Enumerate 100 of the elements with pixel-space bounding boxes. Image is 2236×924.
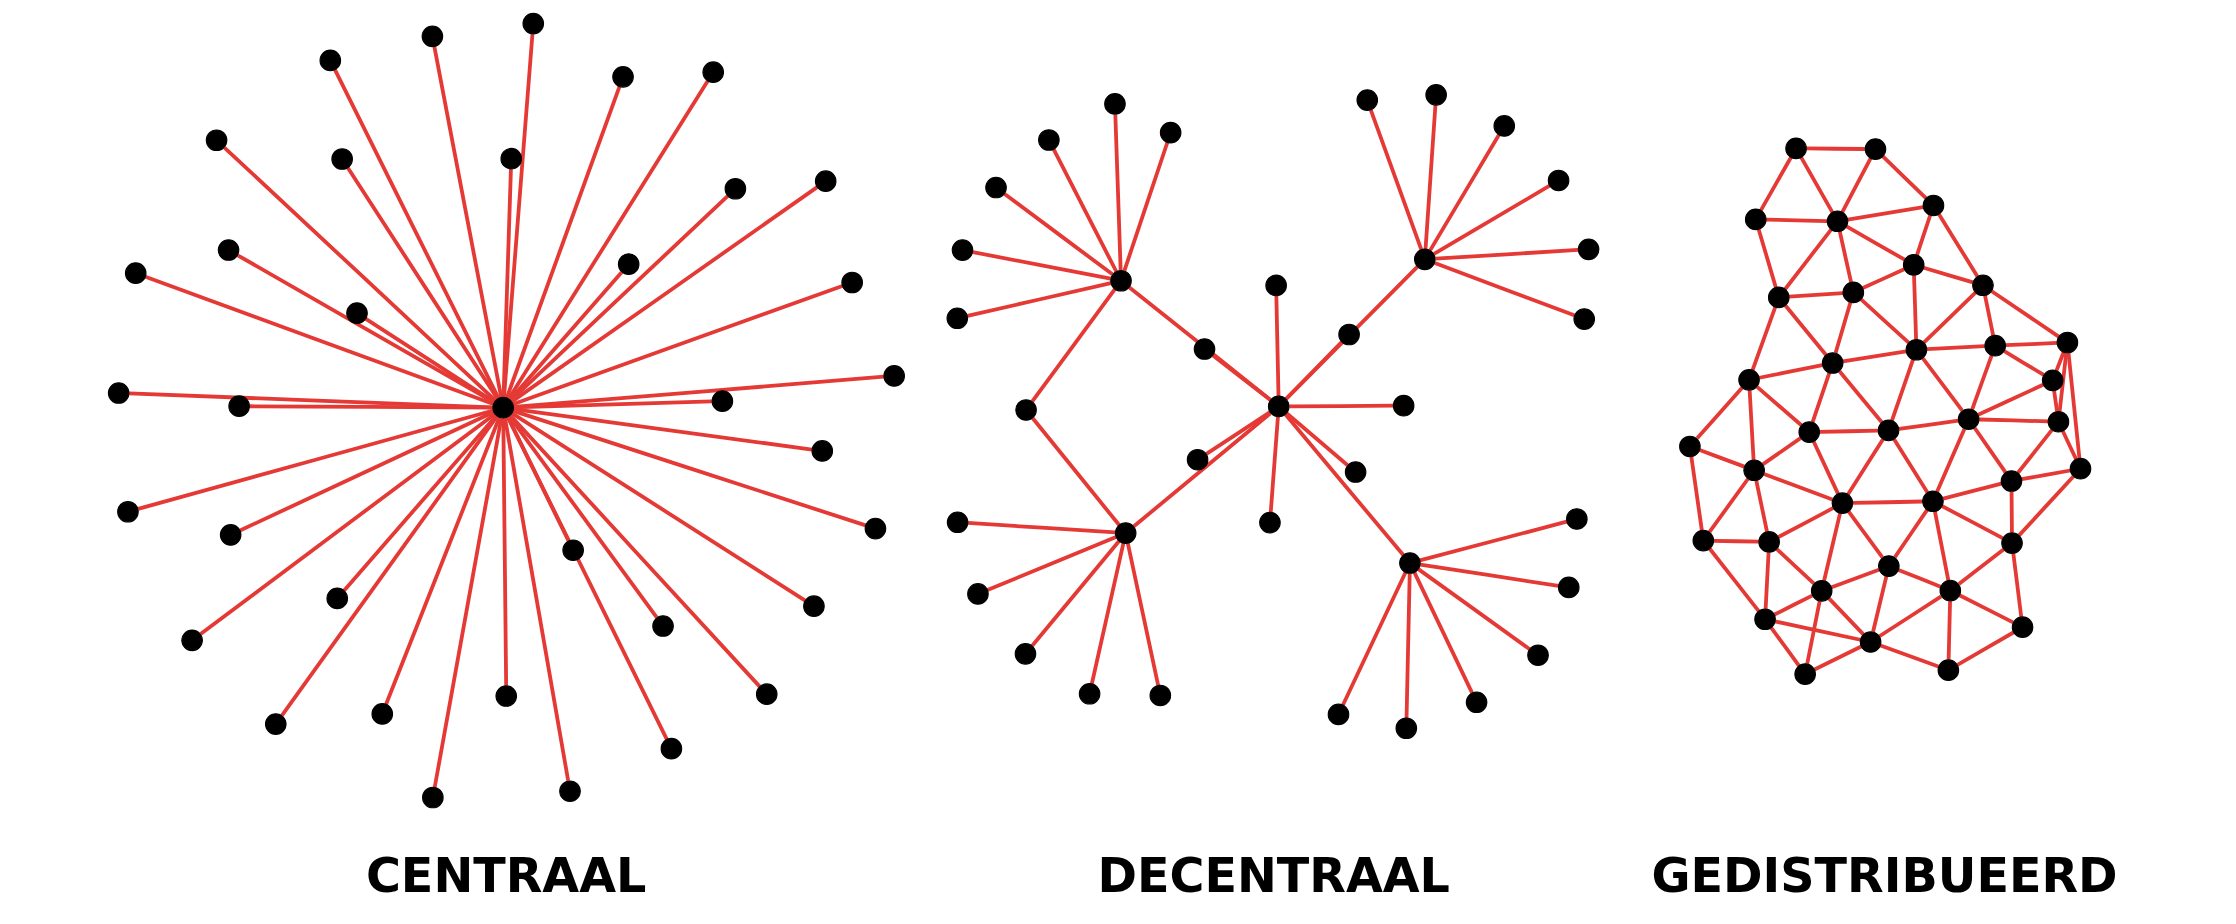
node-circle — [522, 12, 545, 34]
connector — [1113, 114, 1123, 270]
node-circle — [617, 252, 640, 275]
node-circle — [217, 238, 240, 261]
connector — [1713, 538, 1759, 544]
connector — [511, 411, 807, 602]
connector — [137, 408, 494, 511]
node-circle — [1038, 128, 1060, 151]
connector — [1956, 630, 2015, 667]
node-circle — [946, 510, 969, 533]
connector — [2054, 351, 2066, 371]
node-circle — [1972, 273, 1994, 296]
connector — [509, 194, 730, 402]
node-circle — [1821, 351, 1844, 374]
node-circle — [967, 582, 989, 605]
node-circle — [864, 517, 887, 539]
node-circle — [500, 147, 523, 169]
connector — [502, 33, 535, 398]
node-circle — [562, 538, 584, 561]
connector — [1417, 567, 1531, 651]
connector — [1846, 437, 1885, 495]
connector — [1892, 438, 1929, 493]
connector — [2009, 490, 2014, 533]
node-circle — [495, 684, 518, 707]
connector — [1915, 214, 1932, 256]
node-circle — [1692, 529, 1715, 551]
connector — [512, 283, 843, 406]
connector — [1689, 455, 1704, 530]
connector — [1747, 389, 1756, 460]
node-circle — [331, 147, 353, 170]
connector — [1090, 542, 1126, 684]
connector — [1285, 411, 1349, 467]
node-circle — [1785, 137, 1807, 159]
label: DECENTRAAL — [1097, 847, 1450, 903]
connector — [1819, 428, 1878, 434]
connector — [1941, 504, 2004, 540]
node-circle — [2041, 369, 2064, 391]
connector — [1708, 547, 1761, 612]
node-circle — [1395, 716, 1418, 739]
node-circle — [1758, 530, 1780, 553]
connector — [1847, 509, 1884, 558]
node-circle — [1939, 579, 1962, 601]
node-circle — [1566, 507, 1588, 530]
node-circle — [1527, 643, 1549, 666]
connector — [1783, 303, 1828, 356]
connector — [1833, 301, 1853, 353]
connector — [1758, 362, 1823, 380]
node-circle — [124, 261, 147, 284]
connector — [503, 417, 571, 781]
connector — [1859, 297, 1910, 344]
connector — [1842, 349, 1907, 363]
node-circle — [371, 702, 394, 725]
connector — [2011, 552, 2024, 617]
connector — [1881, 154, 1928, 199]
node-circle — [1414, 248, 1436, 270]
node-circle — [1922, 489, 1944, 512]
node-circle — [492, 396, 514, 418]
connector — [1435, 247, 1579, 261]
connector — [1003, 191, 1114, 276]
node-circle — [1193, 337, 1216, 360]
connector — [508, 413, 761, 688]
node-circle — [421, 25, 444, 47]
node-circle — [205, 128, 228, 151]
node-circle — [1110, 269, 1132, 292]
node-circle — [1425, 83, 1447, 106]
node-circle — [1878, 554, 1900, 577]
connector — [1830, 567, 1880, 589]
connector — [1822, 512, 1842, 581]
connector — [1977, 382, 2044, 416]
node-circle — [1392, 394, 1415, 416]
node-circle — [1259, 511, 1281, 533]
connector — [1695, 385, 1744, 440]
node-circle — [1577, 238, 1600, 260]
connector — [1763, 552, 1771, 609]
node-circle — [422, 786, 444, 808]
node-circle — [985, 176, 1007, 198]
connector — [432, 417, 504, 788]
node-circle — [1104, 92, 1126, 115]
connector — [199, 411, 496, 636]
connector — [1284, 264, 1419, 400]
node-circle — [1957, 407, 1980, 430]
connector — [1699, 447, 1745, 468]
node-circle — [883, 364, 905, 387]
node-circle — [1859, 630, 1882, 653]
connector — [1979, 417, 2049, 423]
connector — [1031, 416, 1121, 526]
node-circle — [1794, 662, 1816, 685]
node-circle — [264, 712, 287, 735]
node-circle — [1937, 658, 1960, 681]
connector — [1827, 596, 1865, 636]
node-circle — [1557, 576, 1580, 598]
connector — [1769, 626, 1801, 667]
connector — [1754, 479, 1769, 532]
node-circle — [1877, 419, 1900, 441]
connector — [513, 374, 884, 409]
connector — [1404, 572, 1412, 718]
node-circle — [1114, 521, 1137, 544]
connector — [1990, 289, 2060, 338]
connector — [333, 68, 501, 399]
connector — [2005, 340, 2058, 347]
